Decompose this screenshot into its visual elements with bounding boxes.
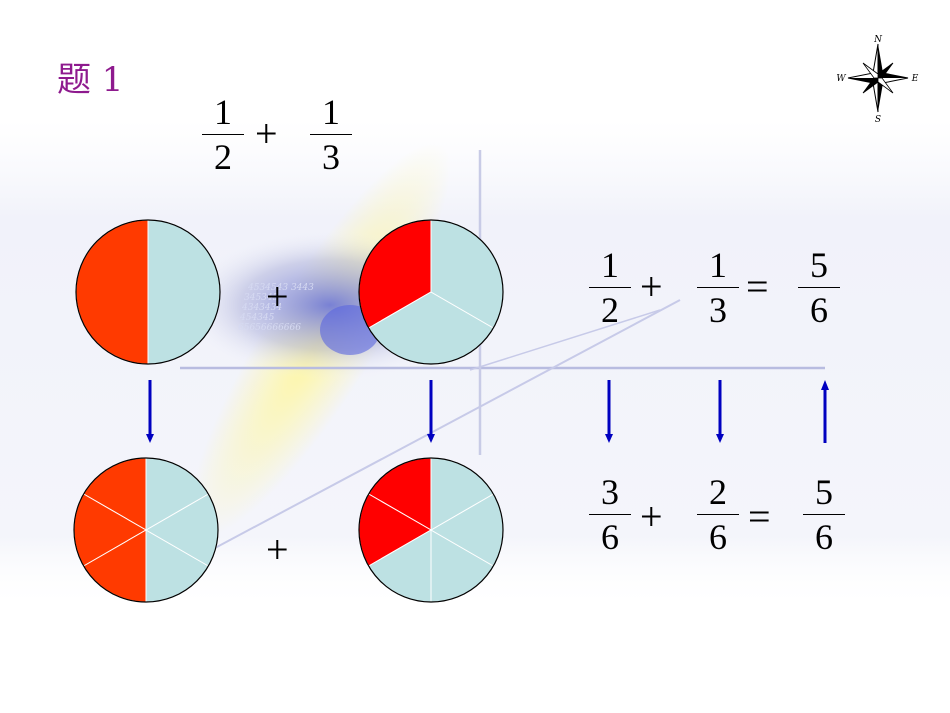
arrow-down-icon — [146, 380, 154, 443]
pie-outline — [358, 457, 504, 603]
denominator: 6 — [601, 517, 619, 557]
fraction-top-1: 1 2 — [198, 92, 248, 177]
numerator: 1 — [601, 245, 619, 285]
digits-line: 4343434 — [241, 303, 282, 313]
pie-outline — [73, 457, 219, 603]
numerator: 5 — [815, 472, 833, 512]
denominator: 6 — [810, 290, 828, 330]
digits-line: 345345 — [244, 293, 279, 303]
denominator: 3 — [322, 137, 340, 177]
fraction-bar — [697, 514, 739, 515]
fraction-bar — [589, 514, 631, 515]
equals-sign-bottom: = — [748, 494, 771, 539]
fraction-bar — [589, 287, 631, 288]
plus-sign-mid: + — [640, 264, 663, 309]
compass-rose-icon: N S E W — [836, 35, 918, 125]
fraction-bar — [202, 134, 244, 135]
fraction-bar — [803, 514, 845, 515]
arrow-down-icon — [605, 380, 613, 443]
fraction-bottom-1: 3 6 — [585, 472, 635, 557]
plus-sign-bottom: + — [640, 494, 663, 539]
pie-top-right-thirds — [358, 219, 504, 365]
arrow-down-icon — [427, 380, 435, 443]
fraction-bar — [310, 134, 352, 135]
pie-bottom-right-sixths — [358, 457, 504, 603]
plus-sign-pies-top: + — [266, 274, 289, 319]
plus-sign-top: + — [255, 111, 278, 156]
fraction-mid-1: 1 2 — [585, 245, 635, 330]
equals-sign-mid: = — [746, 264, 769, 309]
fraction-bottom-2: 2 6 — [693, 472, 743, 557]
numerator: 2 — [709, 472, 727, 512]
arrow-up-icon — [821, 380, 829, 443]
arrows — [146, 380, 829, 443]
fraction-mid-2: 1 3 — [693, 245, 743, 330]
numerator: 3 — [601, 472, 619, 512]
compass-w: W — [836, 74, 846, 84]
compass-e: E — [911, 74, 919, 84]
compass-s: S — [875, 115, 881, 125]
digits-line: 4534543 3443 — [247, 283, 314, 293]
numerator: 5 — [810, 245, 828, 285]
digits-line: 454345 — [239, 313, 275, 323]
fraction-bottom-3: 5 6 — [799, 472, 849, 557]
fraction-bar — [798, 287, 840, 288]
digits-line: 65656666666 — [238, 323, 301, 333]
numerator: 1 — [322, 92, 340, 132]
fraction-bar — [697, 287, 739, 288]
pie-top-left-halves — [75, 219, 221, 365]
compass-n: N — [873, 35, 883, 45]
plus-sign-pies-bottom: + — [266, 527, 289, 572]
pie-outline — [358, 219, 504, 365]
numerator: 1 — [214, 92, 232, 132]
denominator: 3 — [709, 290, 727, 330]
denominator: 6 — [709, 517, 727, 557]
problem-title: 题 1 — [57, 60, 124, 100]
background-digits: 4534543 3443 345345 4343434 454345 65656… — [238, 283, 314, 333]
fraction-top-2: 1 3 — [306, 92, 356, 177]
pie-outline — [75, 219, 221, 365]
numerator: 1 — [709, 245, 727, 285]
denominator: 2 — [601, 290, 619, 330]
pie-bottom-left-sixths — [73, 457, 219, 603]
arrow-down-icon — [716, 380, 724, 443]
fraction-mid-3: 5 6 — [794, 245, 844, 330]
denominator: 6 — [815, 517, 833, 557]
denominator: 2 — [214, 137, 232, 177]
